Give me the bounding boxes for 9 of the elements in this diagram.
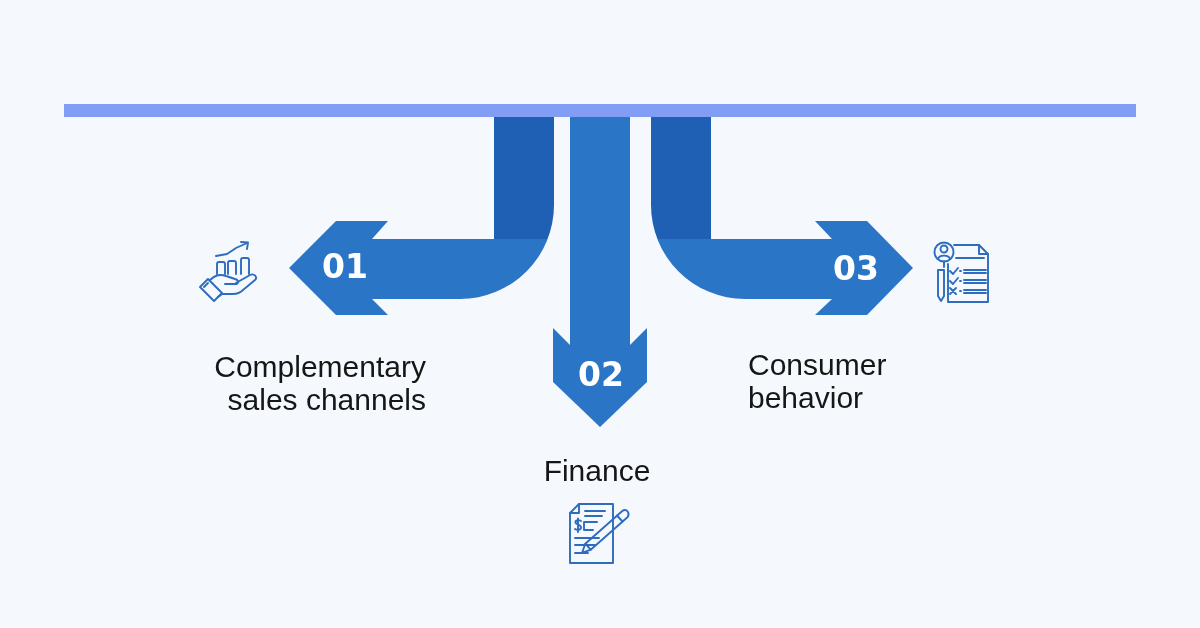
topic-label: Consumer behavior — [748, 348, 888, 414]
topic-label: Complementary sales channels — [213, 350, 426, 416]
step-number: 03 — [833, 251, 879, 285]
bent-pointer — [650, 117, 914, 315]
down-pointer — [553, 117, 647, 428]
step-number: 01 — [322, 249, 368, 283]
step-number: 02 — [578, 357, 624, 391]
bent-pointer — [289, 117, 555, 315]
topic-label: Finance — [543, 454, 651, 487]
